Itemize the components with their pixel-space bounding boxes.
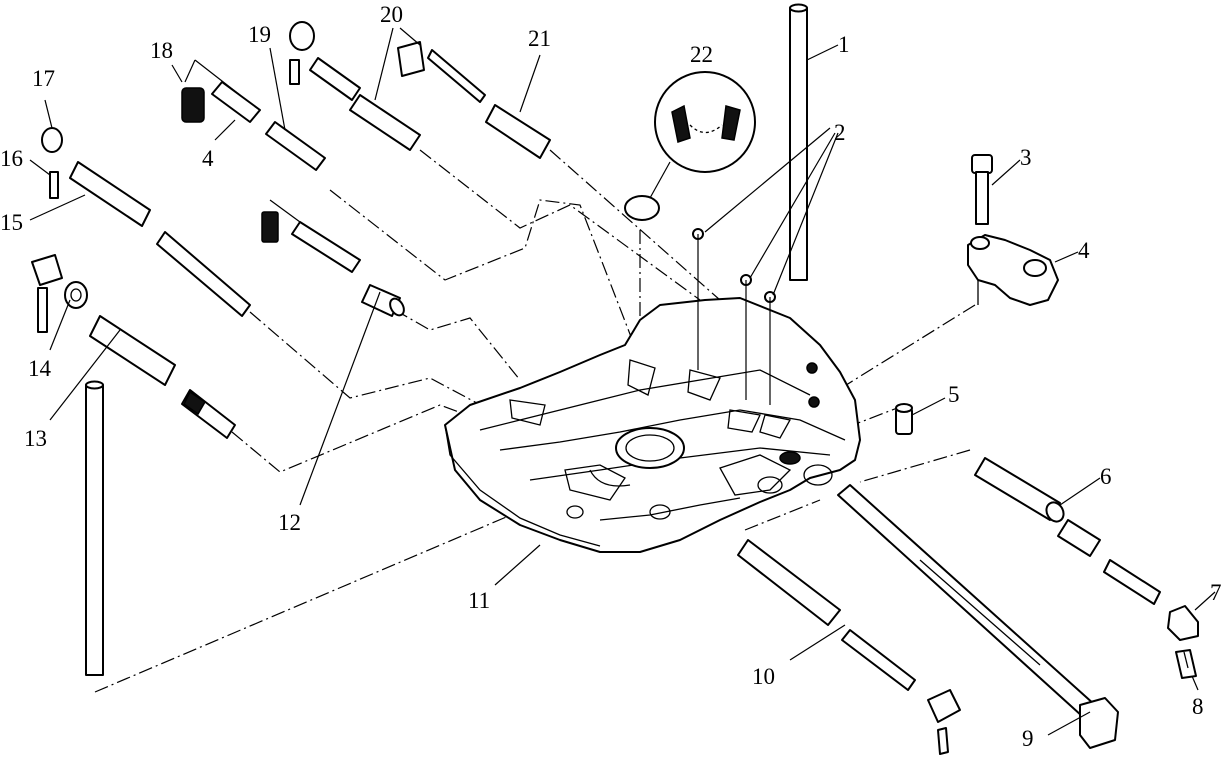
callout-2: 2 bbox=[834, 120, 846, 145]
part-3-bolt bbox=[971, 154, 993, 225]
callout-13: 13 bbox=[24, 426, 47, 451]
callout-8: 8 bbox=[1192, 694, 1204, 719]
part-7-cap bbox=[1167, 605, 1199, 641]
callout-3: 3 bbox=[1020, 145, 1032, 170]
valve-body bbox=[444, 297, 861, 553]
part-17-plug bbox=[41, 127, 63, 153]
part-1-long-pin bbox=[789, 3, 808, 281]
callout-1: 1 bbox=[838, 32, 850, 57]
part-22-detail bbox=[624, 71, 756, 221]
part-2-check-balls bbox=[692, 228, 776, 405]
part-6-spool bbox=[974, 457, 1161, 605]
callout-6: 6 bbox=[1100, 464, 1112, 489]
callout-19: 19 bbox=[248, 22, 271, 47]
part-9-manual-rod bbox=[837, 484, 1119, 749]
part-long-rod-left bbox=[85, 380, 104, 676]
callout-17: 17 bbox=[32, 66, 55, 91]
part-15-spool bbox=[69, 161, 251, 317]
callout-10: 10 bbox=[752, 664, 775, 689]
callout-15: 15 bbox=[0, 210, 23, 235]
part-16-pin bbox=[49, 171, 59, 199]
part-5-plug bbox=[895, 403, 913, 435]
callout-9: 9 bbox=[1022, 726, 1034, 751]
callout-leaders bbox=[29, 27, 1216, 736]
callout-16: 16 bbox=[0, 146, 23, 171]
part-19-spool bbox=[265, 21, 361, 171]
callout-14: 14 bbox=[28, 356, 52, 381]
callout-4-left: 4 bbox=[202, 146, 214, 171]
part-13-spool bbox=[89, 315, 236, 439]
part-8-clip bbox=[1175, 649, 1197, 679]
part-21-spool bbox=[485, 104, 551, 159]
part-4-bracket bbox=[967, 234, 1059, 306]
part-12-spool bbox=[261, 211, 405, 317]
callout-4-right: 4 bbox=[1078, 238, 1090, 263]
callout-11: 11 bbox=[468, 588, 490, 613]
part-20-spool bbox=[349, 41, 486, 151]
callout-7: 7 bbox=[1210, 580, 1222, 605]
callout-18: 18 bbox=[150, 38, 173, 63]
callout-22: 22 bbox=[690, 42, 713, 67]
callout-5: 5 bbox=[948, 382, 960, 407]
callout-12: 12 bbox=[278, 510, 301, 535]
part-18-spring-seat bbox=[181, 81, 261, 123]
part-14-sleeve bbox=[31, 254, 88, 333]
part-10-spool bbox=[737, 539, 961, 755]
callout-20: 20 bbox=[380, 2, 403, 27]
callout-21: 21 bbox=[528, 26, 551, 51]
